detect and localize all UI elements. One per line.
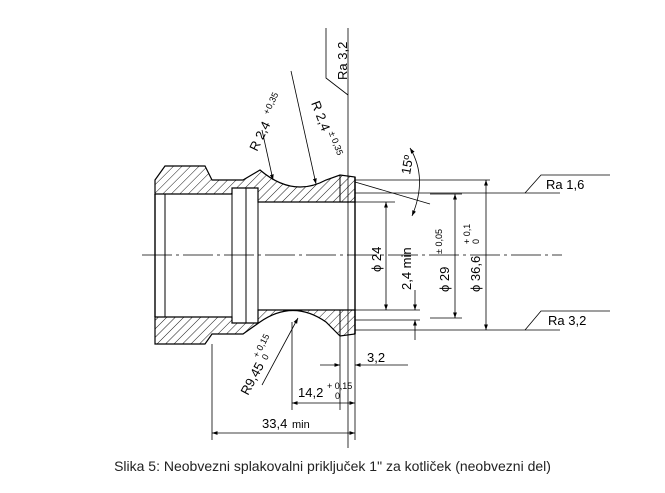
svg-text:ϕ 36,6: ϕ 36,6 xyxy=(468,256,483,292)
svg-text:R9,45: R9,45 xyxy=(237,360,267,398)
angle-label: 15º xyxy=(398,154,416,176)
svg-text:+ 0,35: + 0,35 xyxy=(261,91,280,117)
figure-caption: Slika 5: Neobvezni splakovalni priključe… xyxy=(114,458,551,474)
r24b-leader xyxy=(290,70,317,185)
ra-top-leader xyxy=(325,28,349,96)
dim-d24-label: ϕ 24 xyxy=(369,247,384,272)
r945-leader xyxy=(261,317,299,386)
dim-d366-label: ϕ 36,6 + 0,1 0 xyxy=(462,224,483,292)
dim-32-label: 3,2 xyxy=(367,350,385,365)
svg-text:0: 0 xyxy=(335,391,340,401)
svg-text:R 2,4: R 2,4 xyxy=(246,119,273,154)
svg-text:min: min xyxy=(292,419,310,431)
ra-top-label: Ra 3,2 xyxy=(335,42,350,80)
svg-text:± 0,05: ± 0,05 xyxy=(434,229,444,254)
svg-text:+ 0,15: + 0,15 xyxy=(327,381,352,391)
dim-334-label: 33,4 min xyxy=(262,416,310,431)
svg-text:14,2: 14,2 xyxy=(298,385,323,400)
svg-text:± 0,35: ± 0,35 xyxy=(327,130,345,157)
svg-text:0: 0 xyxy=(471,239,481,244)
r24a-label: R 2,4 + 0,35 xyxy=(246,91,280,154)
technical-drawing: Ra 3,2 Ra 1,6 Ra 3,2 R 2,4 + 0,35 R 2,4 … xyxy=(142,28,610,448)
dim-142-label: 14,2 + 0,15 0 xyxy=(298,381,352,401)
dim-d29-label: ϕ 29 ± 0,05 xyxy=(434,229,452,292)
r24b-label: R 2,4 ± 0,35 xyxy=(308,99,345,157)
ra32-symbol xyxy=(524,310,610,331)
ra16-label: Ra 1,6 xyxy=(546,177,584,192)
svg-text:33,4: 33,4 xyxy=(262,416,287,431)
upper-wall-hatched xyxy=(154,165,356,203)
svg-text:R 2,4: R 2,4 xyxy=(308,99,333,133)
r24a-leader xyxy=(261,129,274,181)
svg-text:+ 0,1: + 0,1 xyxy=(462,224,472,244)
svg-text:0: 0 xyxy=(260,352,271,361)
dim-min-label: 2,4 min xyxy=(399,247,414,290)
svg-text:ϕ 29: ϕ 29 xyxy=(437,267,452,292)
ra16-symbol xyxy=(524,174,610,194)
ra32-label: Ra 3,2 xyxy=(548,313,586,328)
lower-wall-hatched xyxy=(154,309,356,345)
